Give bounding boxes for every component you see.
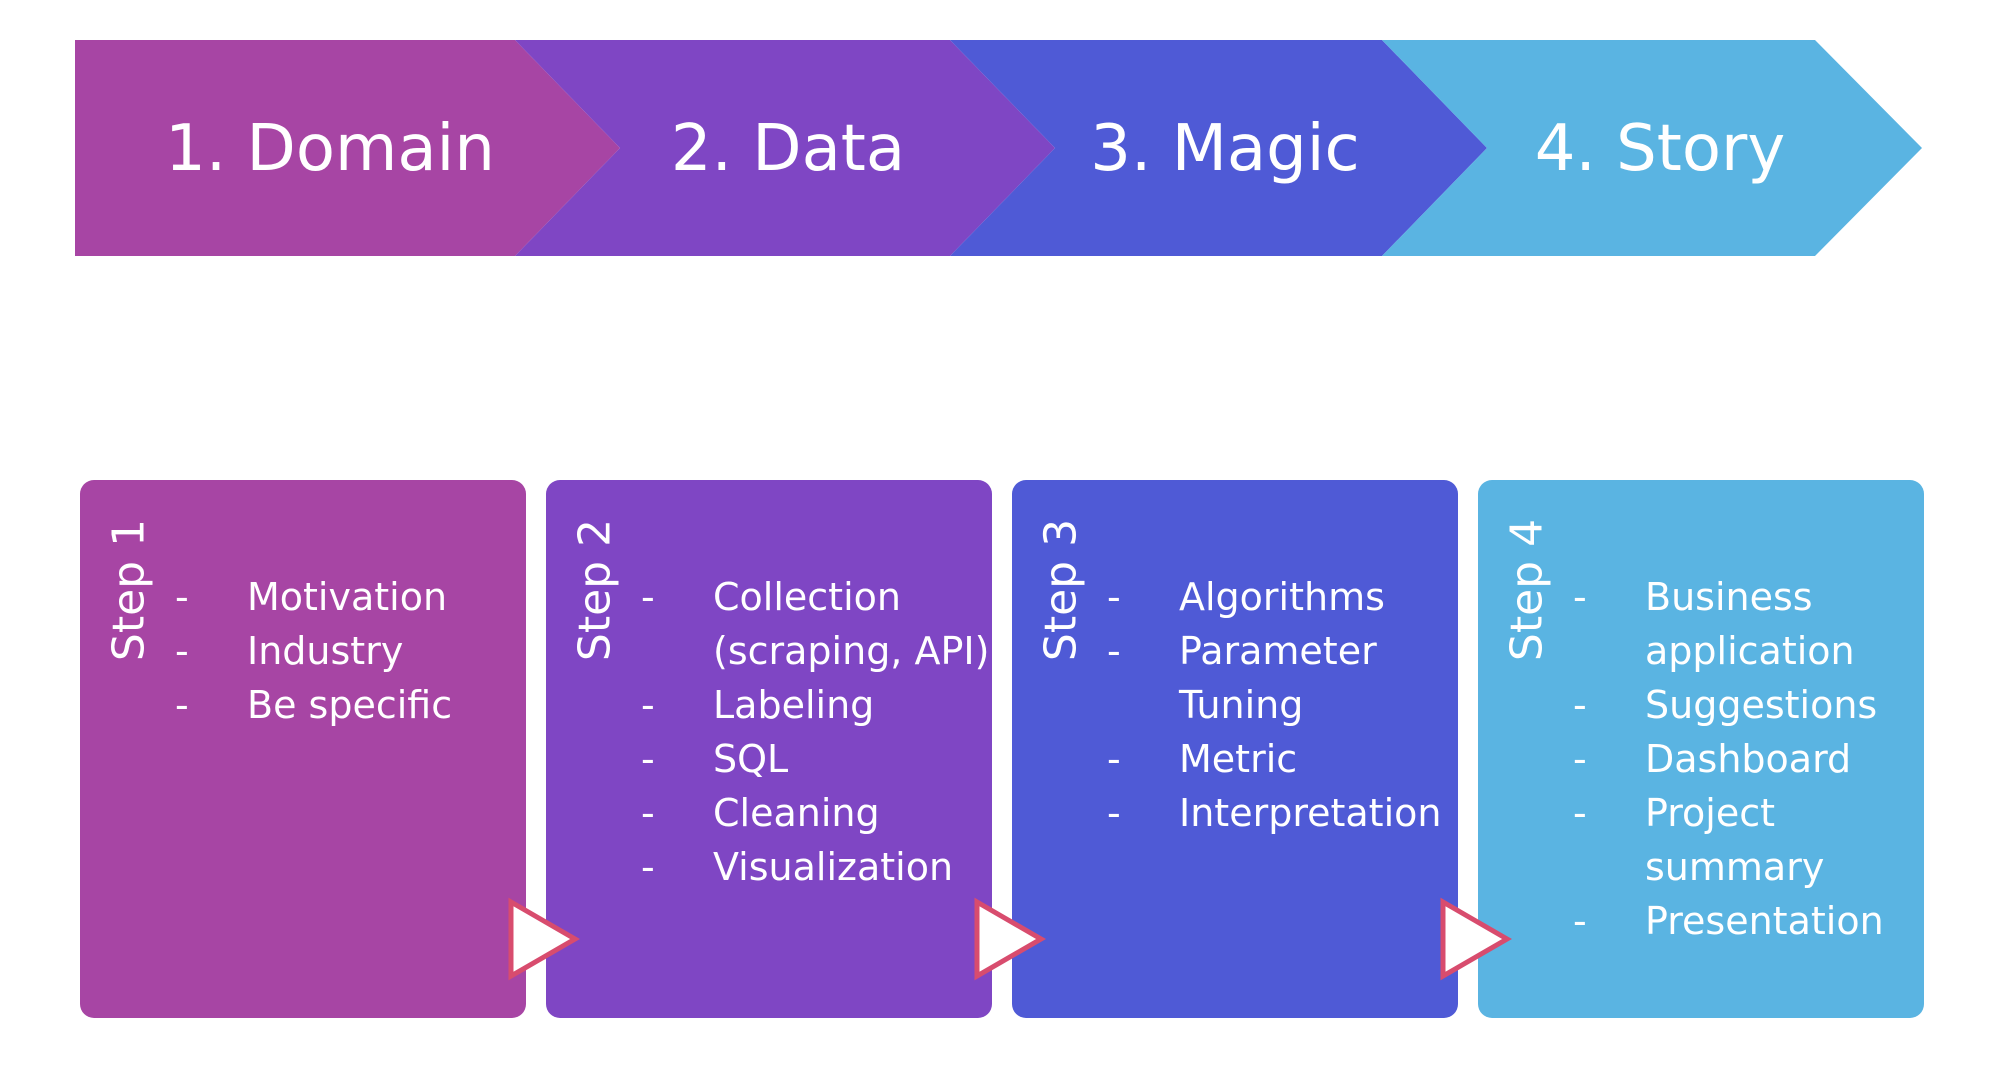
list-item: Interpretation — [1107, 786, 1441, 840]
list-item: Cleaning — [641, 786, 989, 840]
list-item: Be specific — [175, 678, 452, 732]
step-label: Step 2 — [569, 518, 621, 662]
chevron-data — [515, 40, 1055, 256]
list-item: Visualization — [641, 840, 989, 894]
step-label: Step 1 — [103, 518, 155, 662]
list-item: Suggestions — [1573, 678, 1884, 732]
list-item: Algorithms — [1107, 570, 1441, 624]
list-item: Project — [1573, 786, 1884, 840]
list-item: Business — [1573, 570, 1884, 624]
chevron-magic — [950, 40, 1487, 256]
step-card-domain: Step 1 Motivation Industry Be specific — [80, 480, 526, 1018]
step-card-story: Step 4 Business application Suggestions … — [1478, 480, 1924, 1018]
chevron-label-story: 4. Story — [1535, 112, 1785, 186]
list-item-continuation: summary — [1645, 845, 1825, 889]
list-item: Metric — [1107, 732, 1441, 786]
list-item: Motivation — [175, 570, 452, 624]
list-item: Dashboard — [1573, 732, 1884, 786]
step-label: Step 3 — [1035, 518, 1087, 662]
list-item: Labeling — [641, 678, 989, 732]
next-step-arrow-icon — [974, 897, 1046, 981]
process-chevron-bar: 1. Domain 2. Data 3. Magic 4. Story — [75, 40, 1922, 256]
chevron-story — [1382, 40, 1922, 256]
step-item-list: Motivation Industry Be specific — [175, 570, 452, 732]
step-card-magic: Step 3 Algorithms Parameter Tuning Metri… — [1012, 480, 1458, 1018]
chevron-label-domain: 1. Domain — [165, 112, 495, 186]
list-item: Collection — [641, 570, 989, 624]
step-item-list: Algorithms Parameter Tuning Metric Inter… — [1107, 570, 1441, 840]
list-item: Industry — [175, 624, 452, 678]
list-item-continuation: application — [1645, 629, 1855, 673]
step-label: Step 4 — [1501, 518, 1553, 662]
list-item: Presentation — [1573, 894, 1884, 948]
next-step-arrow-icon — [508, 897, 580, 981]
chevron-label-data: 2. Data — [671, 112, 905, 186]
list-item-continuation: Tuning — [1179, 683, 1304, 727]
step-item-list: Business application Suggestions Dashboa… — [1573, 570, 1884, 948]
next-step-arrow-icon — [1440, 897, 1512, 981]
step-card-data: Step 2 Collection (scraping, API) Labeli… — [546, 480, 992, 1018]
list-item-continuation: (scraping, API) — [713, 629, 990, 673]
chevron-label-magic: 3. Magic — [1090, 112, 1359, 186]
list-item: Parameter — [1107, 624, 1441, 678]
list-item: SQL — [641, 732, 989, 786]
step-item-list: Collection (scraping, API) Labeling SQL … — [641, 570, 989, 894]
chevron-domain — [75, 40, 620, 256]
